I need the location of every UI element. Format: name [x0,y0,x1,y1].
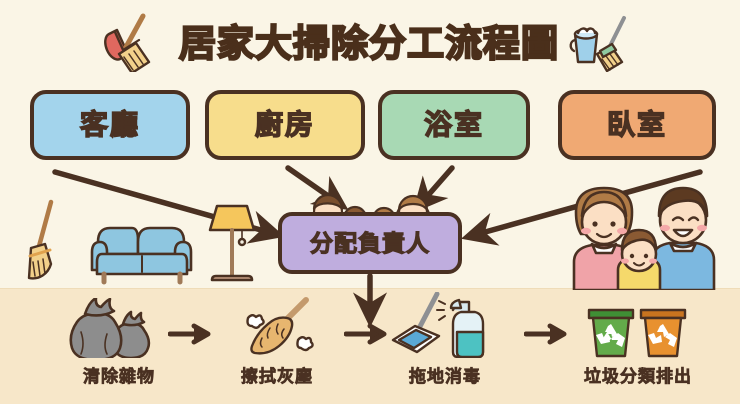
title-row: 居家大掃除分工流程圖 [0,8,740,78]
room-box-kitchen[interactable]: 廚房 [205,90,365,160]
step-wipe-dust[interactable]: 擦拭灰塵 [202,296,352,396]
step-label: 拖地消毒 [409,367,481,387]
floor-lamp-icon [208,204,256,282]
trash-bags-icon [44,296,194,358]
arrow-right-icon [344,323,387,345]
room-box-label: 廚房 [254,109,315,140]
sofa-icon [90,226,193,285]
room-box-label: 臥室 [606,109,667,140]
step-label: 清除雜物 [83,367,155,387]
recycle-bins-icon [548,296,728,358]
step-label: 垃圾分類排出 [584,367,692,387]
arrow-right-icon [524,323,567,345]
step-sort-dispose-trash[interactable]: 垃圾分類排出 [548,296,728,396]
broom-icon [27,199,54,280]
step-clear-clutter[interactable]: 清除雜物 [44,296,194,396]
dustpan-broom-icon [99,10,171,77]
room-box-label: 浴室 [423,109,484,140]
family-trio-icon [572,186,716,290]
step-label: 擦拭灰塵 [241,367,313,387]
assign-responsible-box[interactable]: 分配負責人 [278,212,462,274]
room-box-bathroom[interactable]: 浴室 [378,90,530,160]
feather-duster-icon [202,296,352,358]
arrow-right-icon [168,323,211,345]
assign-box-label: 分配負責人 [309,229,430,256]
page-title: 居家大掃除分工流程圖 [178,22,559,64]
room-box-label: 客廳 [79,109,140,140]
room-box-bedroom[interactable]: 臥室 [558,90,716,160]
bucket-broom-icon [567,10,641,77]
room-box-living-room[interactable]: 客廳 [30,90,190,160]
step-mop-disinfect[interactable]: 拖地消毒 [370,292,520,396]
mop-spray-bottle-icon [370,292,520,358]
